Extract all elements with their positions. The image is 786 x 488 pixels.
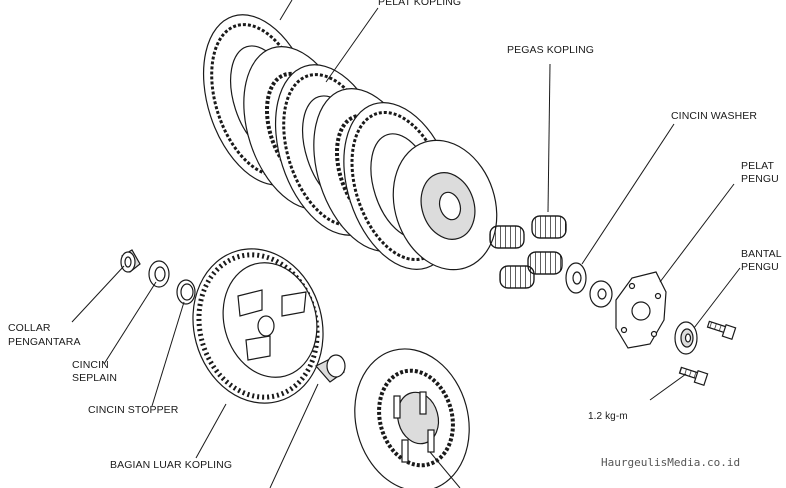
label-bantalan-line2: PENGU [741,261,779,273]
label-seplain-line1: CINCIN [72,359,109,371]
label-collar-line2: PENGANTARA [8,336,81,348]
bolt-lower [678,366,709,387]
washer [565,262,587,294]
spring-1 [531,215,567,239]
clutch-springs [489,215,567,289]
stopper-ring [176,279,196,305]
spring-2 [489,225,525,249]
spring-3 [527,251,563,275]
label-torque: 1.2 kg-m [588,411,628,422]
label-pegas-kopling: PEGAS KOPLING [507,44,595,56]
lifter-plate [615,271,667,349]
bearing [674,321,698,355]
label-pelat-penguat-line1: PELAT [741,160,774,172]
seplain-ring [148,260,170,288]
label-collar-line1: COLLAR [8,322,51,334]
clutch-center-hub [354,348,470,488]
label-pelat-kopling: PELAT KOPLING [378,0,462,8]
center-bushing [315,354,346,383]
label-seplain-line2: SEPLAIN [72,372,118,384]
label-bantalan-line1: BANTAL [741,248,782,260]
collar [120,249,141,273]
clutch-outer-basket [192,248,324,404]
label-cincin-washer: CINCIN WASHER [671,110,758,122]
pressure-plate [392,139,498,271]
label-pelat-penguat-line2: PENGU [741,173,779,185]
watermark: HaurgeulisMedia.co.id [601,456,741,469]
spring-4 [499,265,535,289]
clutch-plate-stack [202,14,498,271]
bolt-upper [706,320,737,341]
leader-lines [71,0,741,488]
label-cincin-stopper: CINCIN STOPPER [88,404,179,416]
lock-washer [589,280,613,308]
label-bagian-luar-kopling: BAGIAN LUAR KOPLING [110,459,233,471]
